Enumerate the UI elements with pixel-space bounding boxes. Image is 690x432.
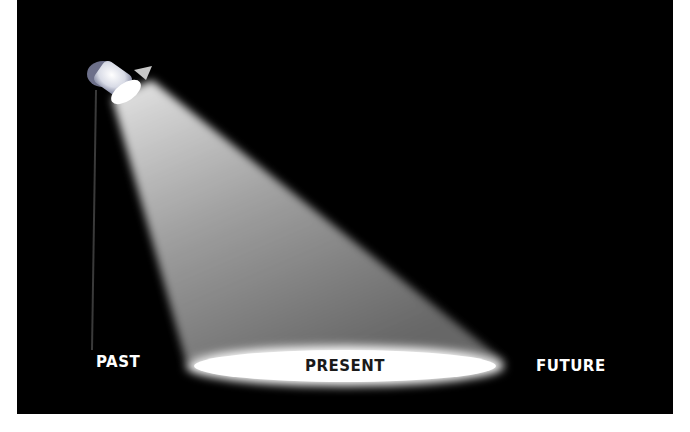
background	[17, 0, 673, 414]
time-label: FUTURE	[536, 357, 606, 375]
lamp-stand	[92, 90, 96, 350]
light-beam	[112, 80, 505, 362]
spotlight-ellipse: PRESENT	[184, 344, 506, 388]
time-label: PAST	[96, 353, 140, 371]
node-text: PRESENT	[305, 357, 385, 375]
spotlight-lamp	[87, 59, 152, 110]
